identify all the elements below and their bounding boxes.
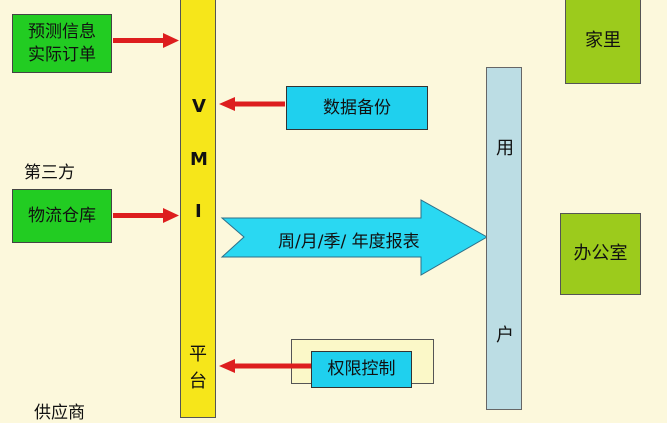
office-box: 办公室 bbox=[560, 213, 641, 295]
data-backup-box: 数据备份 bbox=[286, 86, 428, 130]
logistics-warehouse-box: 物流仓库 bbox=[12, 189, 112, 243]
user-char-hu: 户 bbox=[496, 325, 514, 346]
home-box: 家里 bbox=[565, 0, 641, 84]
user-bar bbox=[486, 67, 522, 410]
user-char-yong: 用 bbox=[496, 138, 514, 159]
vmi-char-i: I bbox=[195, 201, 202, 222]
arrow-backup-to-vmi bbox=[219, 97, 285, 111]
arrow-forecast-to-vmi bbox=[113, 33, 179, 48]
arrow-permissions-to-vmi bbox=[219, 359, 311, 373]
vmi-char-m: M bbox=[190, 149, 208, 170]
vmi-char-v: V bbox=[192, 96, 206, 117]
reports-arrow bbox=[220, 199, 489, 276]
permission-control-box: 权限控制 bbox=[311, 351, 412, 388]
vmi-char-ping: 平 bbox=[189, 344, 207, 365]
arrow-logistics-to-vmi bbox=[113, 208, 179, 223]
third-party-label: 第三方 bbox=[24, 163, 75, 183]
vmi-platform-bar bbox=[180, 0, 216, 418]
vmi-char-tai: 台 bbox=[189, 371, 207, 392]
reports-label: 周/月/季/ 年度报表 bbox=[278, 232, 420, 252]
forecast-orders-box: 预测信息 实际订单 bbox=[12, 14, 112, 73]
